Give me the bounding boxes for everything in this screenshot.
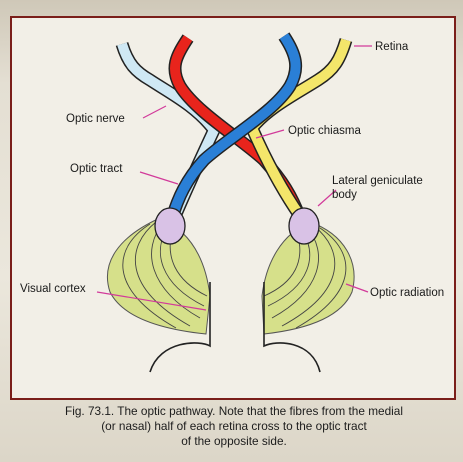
- figure-caption: Fig. 73.1. The optic pathway. Note that …: [14, 404, 454, 449]
- label-retina: Retina: [375, 41, 409, 53]
- label-visual-cortex: Visual cortex: [20, 283, 86, 295]
- caption-line-3: of the opposite side.: [14, 434, 454, 449]
- label-lgb-line2: body: [332, 189, 357, 201]
- right-lateral-geniculate-body: [289, 208, 319, 244]
- caption-line-2: (or nasal) half of each retina cross to …: [14, 419, 454, 434]
- label-optic-nerve: Optic nerve: [66, 113, 125, 125]
- label-optic-tract: Optic tract: [70, 163, 123, 175]
- label-lgb-line1: Lateral geniculate: [332, 175, 423, 187]
- label-optic-chiasma: Optic chiasma: [288, 125, 361, 137]
- caption-line-1: Fig. 73.1. The optic pathway. Note that …: [14, 404, 454, 419]
- left-lateral-geniculate-body: [155, 208, 185, 244]
- label-optic-radiation: Optic radiation: [370, 287, 444, 299]
